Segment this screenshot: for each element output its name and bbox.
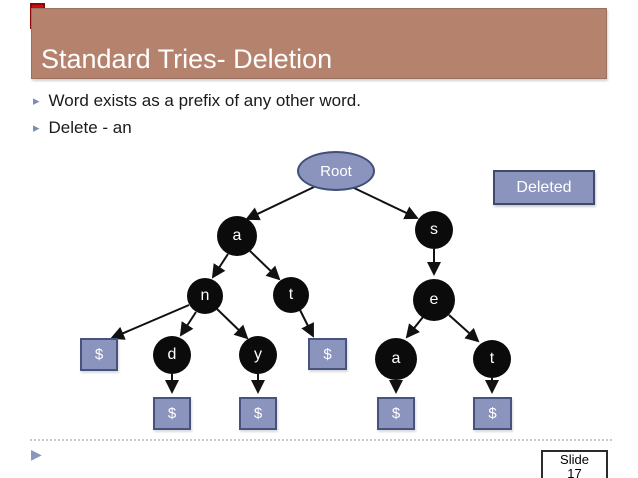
end-marker-box-4: $ xyxy=(239,397,277,430)
edge-root-a xyxy=(245,186,315,221)
edge-root-s xyxy=(351,186,419,220)
title-bar: Standard Tries- Deletion xyxy=(31,8,607,79)
end-marker-box-1: $ xyxy=(80,338,118,371)
footer-divider xyxy=(30,439,612,441)
node-d: d xyxy=(153,336,191,374)
node-s: s xyxy=(415,211,453,249)
bullet-text-1: Word exists as a prefix of any other wor… xyxy=(48,91,361,110)
bullet-item-2: ▸ Delete - an xyxy=(33,117,132,139)
node-n: n xyxy=(187,278,223,314)
end-marker-box-3: $ xyxy=(153,397,191,430)
node-t-left: t xyxy=(273,277,309,313)
edge-n-end1 xyxy=(110,304,190,340)
end-marker-box-5: $ xyxy=(377,397,415,430)
bullet-triangle-icon: ▸ xyxy=(33,120,40,135)
edge-n-y xyxy=(216,308,249,340)
slide-number-value: 17 xyxy=(567,466,582,478)
bullet-item-1: ▸ Word exists as a prefix of any other w… xyxy=(33,90,361,112)
bullet-triangle-icon: ▸ xyxy=(33,93,40,108)
edge-a-t xyxy=(249,250,281,281)
node-y: y xyxy=(239,336,277,374)
edge-a-n xyxy=(211,253,229,279)
node-e: e xyxy=(413,279,455,321)
node-t-right: t xyxy=(473,340,511,378)
end-marker-box-6: $ xyxy=(473,397,512,430)
edge-t-end2 xyxy=(299,309,314,338)
node-a-right: a xyxy=(375,338,417,380)
footer-triangle-icon: ▶ xyxy=(31,446,42,462)
node-a-left: a xyxy=(217,216,257,256)
bullet-text-2: Delete - an xyxy=(48,118,132,137)
end-marker-box-2: $ xyxy=(308,338,347,370)
edge-n-d xyxy=(179,311,197,337)
edge-e-a xyxy=(405,316,424,339)
root-node: Root xyxy=(297,151,375,191)
deleted-legend: Deleted xyxy=(493,170,595,205)
page-title: Standard Tries- Deletion xyxy=(41,44,333,74)
slide-number-word: Slide xyxy=(560,452,589,467)
edge-e-t xyxy=(448,314,480,343)
slide-number-box: Slide 17 xyxy=(541,450,608,478)
